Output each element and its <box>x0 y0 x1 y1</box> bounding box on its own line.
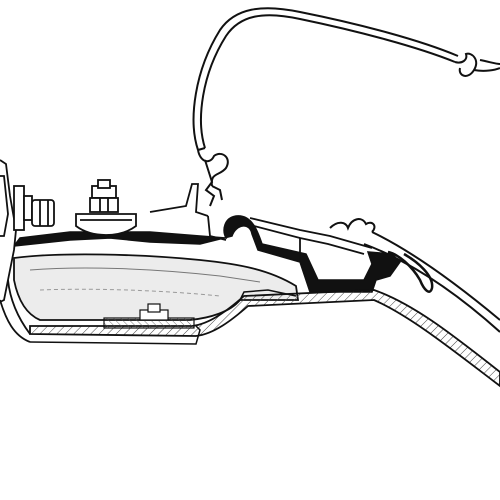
curved-cover-profile <box>192 7 500 151</box>
roof-panel-hatched <box>29 289 500 388</box>
wall-bracket <box>0 159 55 303</box>
lower-housing <box>13 253 300 321</box>
vehicle-wall-edge <box>0 279 31 343</box>
gutter-channel <box>149 183 373 262</box>
awning-cassette-profile <box>197 149 500 333</box>
bolt-head <box>89 179 119 213</box>
washer <box>75 213 137 236</box>
